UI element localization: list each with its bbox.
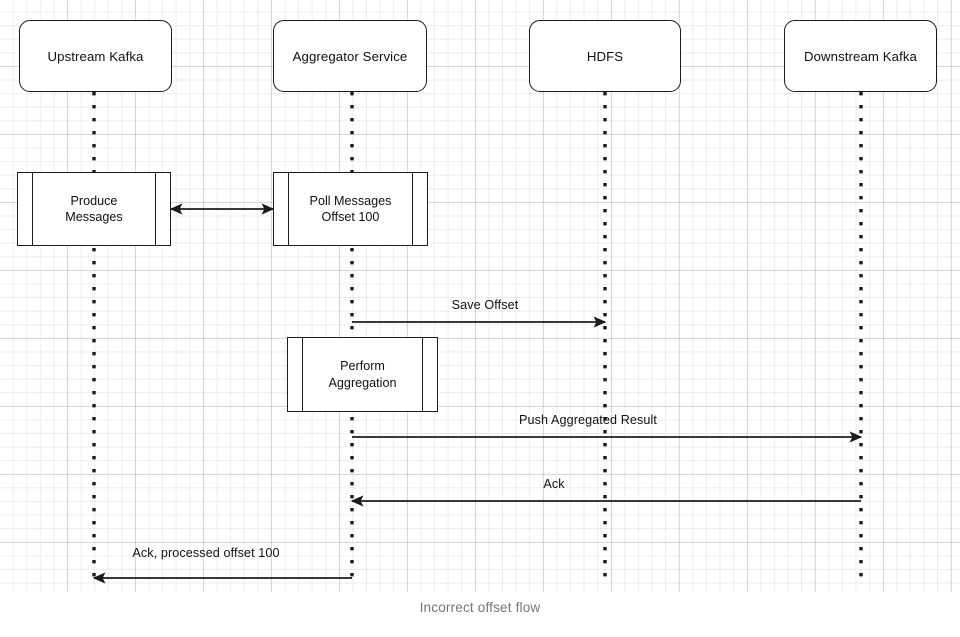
graph-paper-background (0, 0, 960, 592)
participant-label: HDFS (586, 48, 624, 64)
participant-upstream-kafka[interactable]: Upstream Kafka (19, 20, 172, 92)
message-label-push-aggregated-result: Push Aggregated Result (518, 413, 658, 427)
activation-label: Perform Aggregation (328, 359, 397, 390)
activation-label: Produce Messages (65, 193, 123, 224)
activation-right-bar (155, 173, 156, 245)
activation-label: Poll Messages Offset 100 (309, 193, 392, 224)
participant-aggregator-service[interactable]: Aggregator Service (273, 20, 427, 92)
activation-perform-aggregation[interactable]: Perform Aggregation (287, 337, 438, 412)
participant-hdfs[interactable]: HDFS (529, 20, 681, 92)
message-label-save-offset: Save Offset (451, 298, 519, 312)
message-arrows-group (92, 203, 863, 584)
activation-left-bar (288, 173, 289, 245)
activation-left-bar (302, 338, 303, 411)
participant-downstream-kafka[interactable]: Downstream Kafka (784, 20, 937, 92)
activation-produce-messages[interactable]: Produce Messages (17, 172, 171, 246)
diagram-caption: Incorrect offset flow (419, 600, 541, 615)
message-label-ack-processed-offset: Ack, processed offset 100 (132, 546, 280, 560)
activation-right-bar (422, 338, 423, 411)
message-label-ack: Ack (543, 477, 565, 491)
activation-right-bar (412, 173, 413, 245)
activation-poll-messages[interactable]: Poll Messages Offset 100 (273, 172, 428, 246)
participant-label: Upstream Kafka (47, 48, 144, 64)
activation-left-bar (32, 173, 33, 245)
participant-label: Downstream Kafka (803, 48, 917, 64)
lifelines-group (92, 92, 863, 580)
participant-label: Aggregator Service (292, 48, 408, 64)
